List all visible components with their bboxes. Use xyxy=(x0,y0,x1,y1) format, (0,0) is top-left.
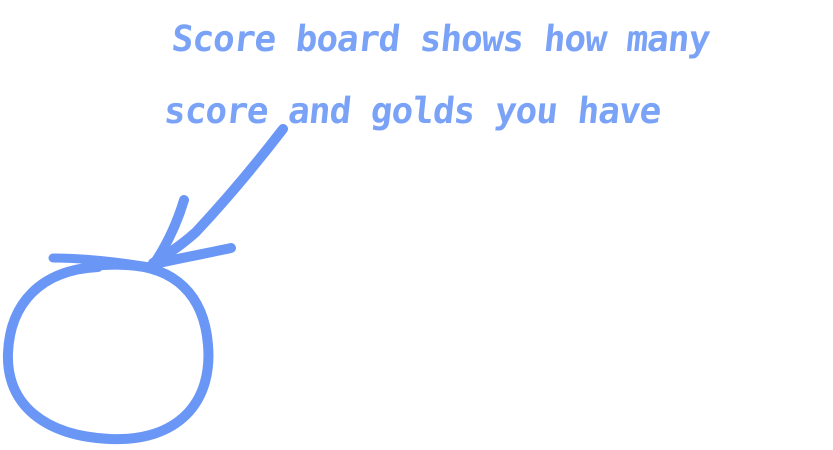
arrow-icon xyxy=(148,124,288,269)
circle-highlight-icon xyxy=(2,253,214,445)
